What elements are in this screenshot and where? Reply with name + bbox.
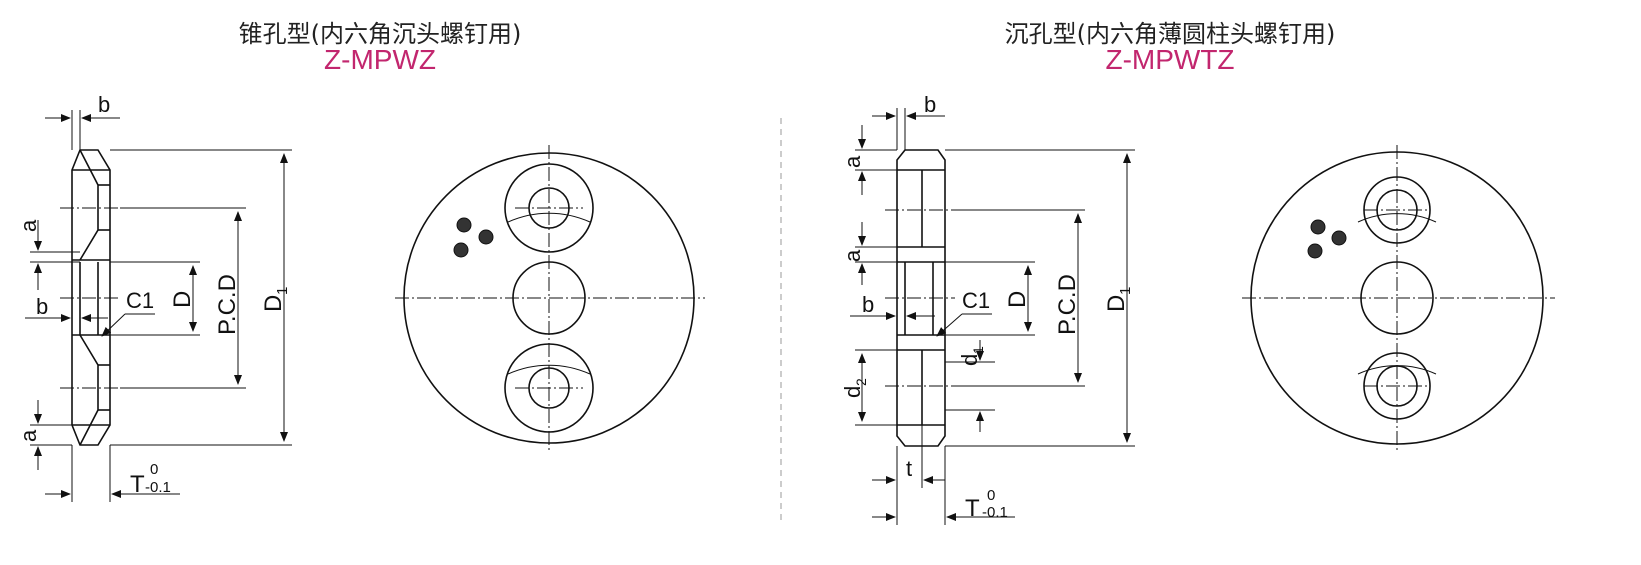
right-a-mid-label: a bbox=[840, 249, 865, 262]
right-d2-subscript: 2 bbox=[853, 378, 869, 386]
right-t-small-label: t bbox=[906, 456, 912, 481]
left-b-mid-label: b bbox=[36, 294, 48, 319]
right-d1-label: D bbox=[1103, 295, 1130, 312]
right-small-d1-subscript: 1 bbox=[970, 346, 986, 354]
right-d1-subscript: 1 bbox=[1117, 287, 1134, 295]
right-t-sub: -0.1 bbox=[982, 504, 1008, 521]
right-dimension-labels: b a a b C1 D P.C.D D 1 d 1 d 2 t T 0 -0.… bbox=[840, 92, 1134, 522]
right-dimensions bbox=[850, 108, 1135, 525]
right-title: 沉孔型(内六角薄圆柱头螺钉用) bbox=[1004, 20, 1336, 48]
left-d-label: D bbox=[169, 291, 196, 308]
right-code: Z-MPWTZ bbox=[1105, 44, 1235, 75]
right-centerlines bbox=[885, 209, 955, 387]
left-a-upper-label: a bbox=[16, 219, 41, 232]
left-title: 锥孔型(内六角沉头螺钉用) bbox=[238, 20, 522, 48]
left-centerlines bbox=[60, 207, 120, 389]
left-t-label: T bbox=[130, 471, 145, 498]
right-b-top-label: b bbox=[924, 92, 936, 117]
right-a-upper-label: a bbox=[840, 155, 865, 168]
right-marking-dots bbox=[1307, 219, 1347, 259]
left-code: Z-MPWZ bbox=[324, 44, 436, 75]
left-c1-label: C1 bbox=[126, 288, 154, 313]
right-pcd-label: P.C.D bbox=[1054, 274, 1081, 335]
left-dimensions bbox=[25, 110, 292, 502]
left-d1-subscript: 1 bbox=[274, 287, 291, 295]
right-front-centerlines bbox=[1242, 145, 1555, 452]
left-d1-label: D bbox=[260, 295, 287, 312]
left-a-lower-label: a bbox=[16, 429, 41, 442]
left-t-sub: -0.1 bbox=[145, 479, 171, 496]
right-d-label: D bbox=[1004, 291, 1031, 308]
left-pcd-label: P.C.D bbox=[214, 274, 241, 335]
right-small-d1-label: d bbox=[957, 354, 982, 366]
left-b-top-label: b bbox=[98, 92, 110, 117]
left-front-centerlines bbox=[395, 145, 705, 452]
right-b-mid-label: b bbox=[862, 292, 874, 317]
left-marking-dots bbox=[453, 217, 494, 258]
left-t-sup: 0 bbox=[150, 461, 158, 478]
right-t-sup: 0 bbox=[987, 487, 995, 504]
right-d2-label: d bbox=[840, 386, 865, 398]
right-c1-label: C1 bbox=[962, 288, 990, 313]
right-t-label: T bbox=[965, 495, 980, 522]
left-dimension-labels: b a b C1 D P.C.D D 1 a T 0 -0.1 bbox=[16, 92, 291, 498]
